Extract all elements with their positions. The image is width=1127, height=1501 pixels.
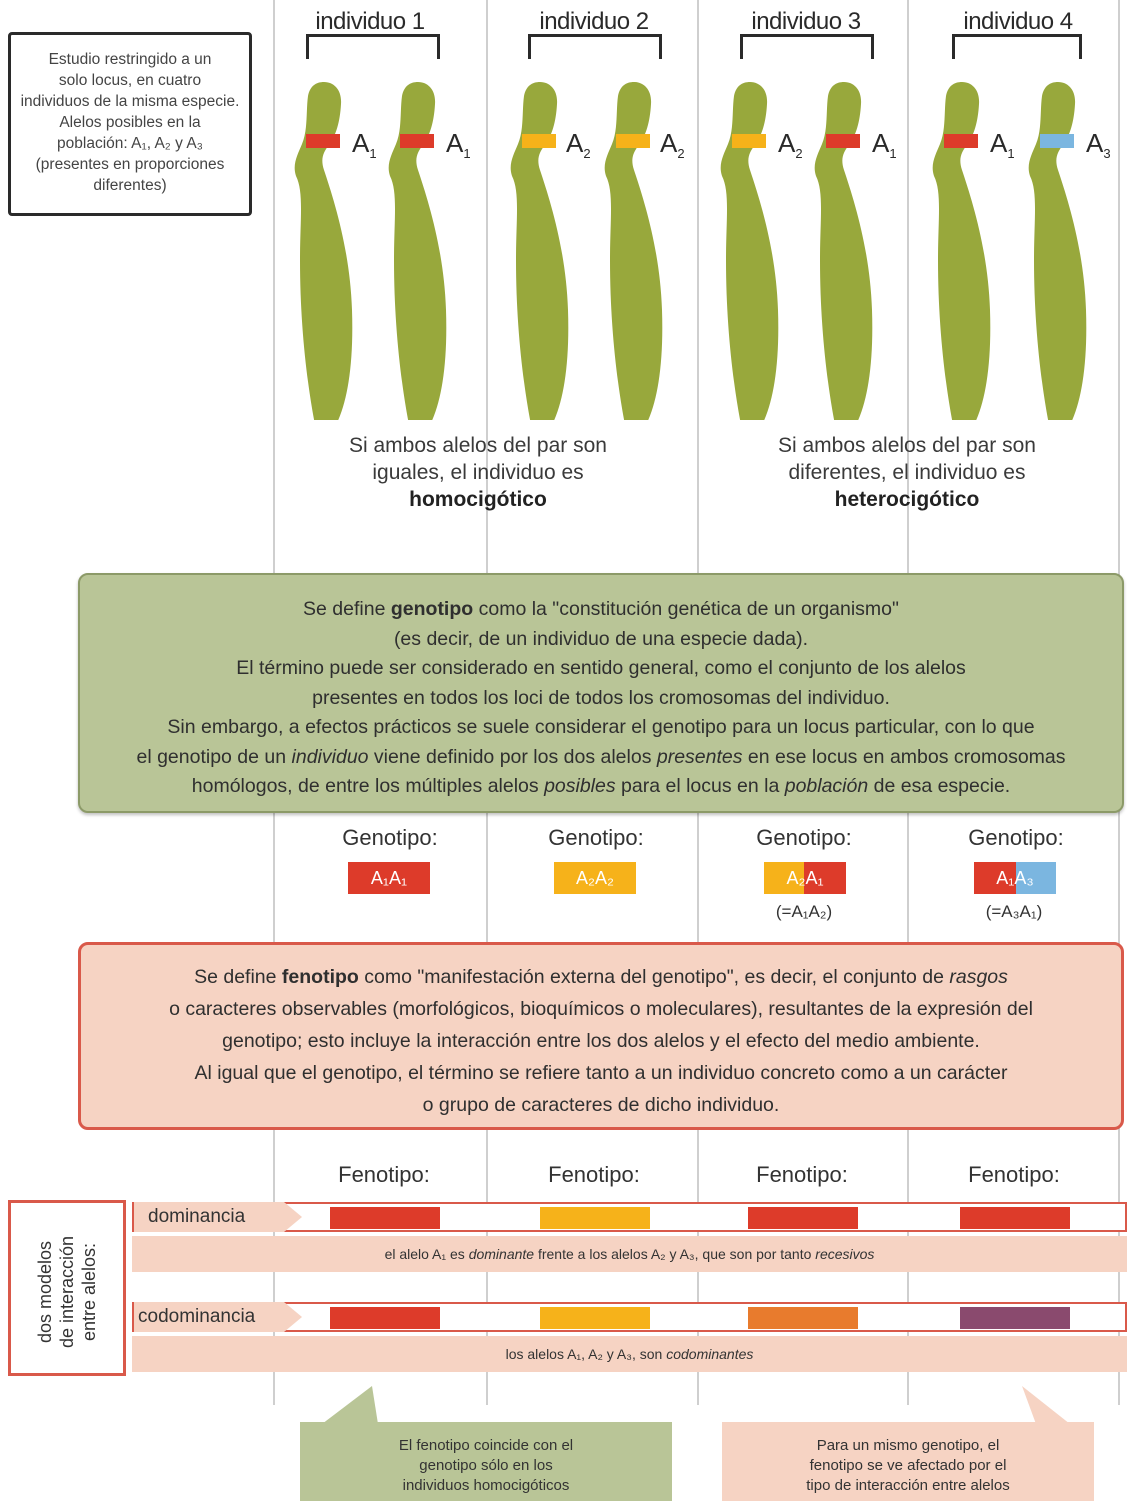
individual-2-label: individuo 2 (539, 8, 649, 35)
phenotype-definition-box: Se define fenotipo como "manifestación e… (78, 942, 1124, 1130)
codominance-note: los alelos A₁, A₂ y A₃, son codominantes (132, 1336, 1127, 1372)
phenotype-label-4: Fenotipo: (968, 1162, 1060, 1187)
dominance-label: dominancia (134, 1202, 284, 1232)
genotype-chip-4: A₁A₃ (974, 862, 1056, 894)
allele-label-2a: A2 (566, 128, 591, 162)
individual-1-label: individuo 1 (315, 8, 425, 35)
chromosome-pairs (294, 82, 1087, 420)
genotype-chip-3: A₂A₁ (764, 862, 846, 894)
phenotype-label-1: Fenotipo: (338, 1162, 430, 1187)
genotype-line-2: (es decir, de un individuo de una especi… (393, 627, 809, 650)
info-line: diferentes) (93, 177, 167, 194)
info-line: población: A₁, A₂ y A₃ (57, 135, 203, 152)
allele-label-1a: A1 (352, 128, 377, 162)
phenotype-line-5: o grupo de caracteres de dicho individuo… (422, 1094, 780, 1116)
chromosome-3b (814, 82, 873, 420)
genotype-equivalence-3: (=A₁A₂) (775, 902, 833, 921)
individual-3-bracket (740, 34, 874, 59)
phenotype-line-4: Al igual que el genotipo, el término se … (194, 1062, 1008, 1084)
genotype-label-4: Genotipo: (968, 825, 1064, 850)
phenotype-line-1: Se define fenotipo como "manifestación e… (194, 966, 1008, 988)
chromosome-1a (294, 82, 353, 420)
chromosome-2a (510, 82, 569, 420)
info-line: (presentes en proporciones (35, 156, 225, 173)
genotype-line-1: Se define genotipo como la "constitución… (303, 598, 899, 620)
genotype-label-1: Genotipo: (342, 825, 438, 850)
genotype-label-3: Genotipo: (756, 825, 852, 850)
allele-label-4a: A1 (990, 128, 1015, 162)
chromosome-4a (932, 82, 991, 420)
info-line: solo locus, en cuatro (58, 72, 202, 89)
chromosome-2b (604, 82, 663, 420)
callout-homozygous: El fenotipo coincide con el genotipo sól… (300, 1422, 672, 1501)
genotype-line-5: Sin embargo, a efectos prácticos se suel… (167, 716, 1035, 738)
dominance-arrow-icon (284, 1202, 302, 1232)
genotype-definition-box: Se define genotipo como la "constitución… (78, 573, 1124, 813)
chromosome-3a (720, 82, 779, 420)
info-line: individuos de la misma especie. (20, 93, 240, 110)
dominance-phenotype-3 (748, 1207, 858, 1229)
dominance-phenotype-4 (960, 1207, 1070, 1229)
allele-label-1b: A1 (446, 128, 471, 162)
phenotype-line-3: genotipo; esto incluye la interacción en… (222, 1030, 980, 1052)
dominance-phenotype-1 (330, 1207, 440, 1229)
individual-4-label: individuo 4 (963, 8, 1073, 35)
individual-4-bracket (952, 34, 1082, 59)
genotype-line-7: homólogos, de entre los múltiples alelos… (191, 775, 1011, 797)
allele-label-2b: A2 (660, 128, 685, 162)
genotype-line-3: El término puede ser considerado en sent… (236, 657, 966, 679)
heterozygous-caption: Si ambos alelos del par son diferentes, … (747, 432, 1067, 513)
codominance-phenotype-2 (540, 1307, 650, 1329)
codominance-arrow-icon (284, 1302, 302, 1332)
genotype-line-4: presentes en todos los loci de todos los… (312, 686, 890, 709)
genotype-equivalence-4: (=A₃A₁) (985, 902, 1043, 921)
info-line: Estudio restringido a un (48, 51, 212, 68)
codominance-label: codominancia (134, 1302, 284, 1332)
interaction-models-label: dos modelos de interacción entre alelos: (35, 1235, 99, 1349)
phenotype-line-2: o caracteres observables (morfológicos, … (169, 998, 1033, 1020)
callout-pointers (322, 1386, 1070, 1424)
chromosome-1b (388, 82, 447, 420)
phenotype-label-3: Fenotipo: (756, 1162, 848, 1187)
info-line: Alelos posibles en la (59, 114, 201, 131)
homozygous-term: homocigótico (409, 488, 547, 511)
genotype-label-2: Genotipo: (548, 825, 644, 850)
genotype-chip-1: A₁A₁ (348, 862, 430, 894)
individual-2-bracket (528, 34, 662, 59)
study-info-box: Estudio restringido a un solo locus, en … (8, 32, 252, 216)
codominance-phenotype-3 (748, 1307, 858, 1329)
homozygous-caption: Si ambos alelos del par son iguales, el … (318, 432, 638, 513)
phenotype-label-2: Fenotipo: (548, 1162, 640, 1187)
callout-interaction: Para un mismo genotipo, el fenotipo se v… (722, 1422, 1094, 1501)
caption-line: iguales, el individuo es (372, 461, 584, 484)
caption-line: diferentes, el individuo es (788, 461, 1026, 484)
chromosome-4b (1028, 82, 1087, 420)
allele-label-3b: A1 (872, 128, 897, 162)
caption-line: Si ambos alelos del par son (349, 434, 607, 457)
dominance-note: el alelo A₁ es dominante frente a los al… (132, 1236, 1127, 1272)
allele-label-3a: A2 (778, 128, 803, 162)
individual-1-bracket (306, 34, 440, 59)
genotype-line-6: el genotipo de un individuo viene defini… (136, 745, 1066, 768)
individual-3-label: individuo 3 (751, 8, 861, 35)
codominance-phenotype-4 (960, 1307, 1070, 1329)
allele-label-4b: A3 (1086, 128, 1111, 162)
interaction-models-box: dos modelos de interacción entre alelos: (8, 1200, 126, 1376)
codominance-phenotype-1 (330, 1307, 440, 1329)
caption-line: Si ambos alelos del par son (778, 434, 1036, 457)
genotype-chip-2: A₂A₂ (554, 862, 636, 894)
heterozygous-term: heterocigótico (834, 488, 980, 511)
dominance-phenotype-2 (540, 1207, 650, 1229)
